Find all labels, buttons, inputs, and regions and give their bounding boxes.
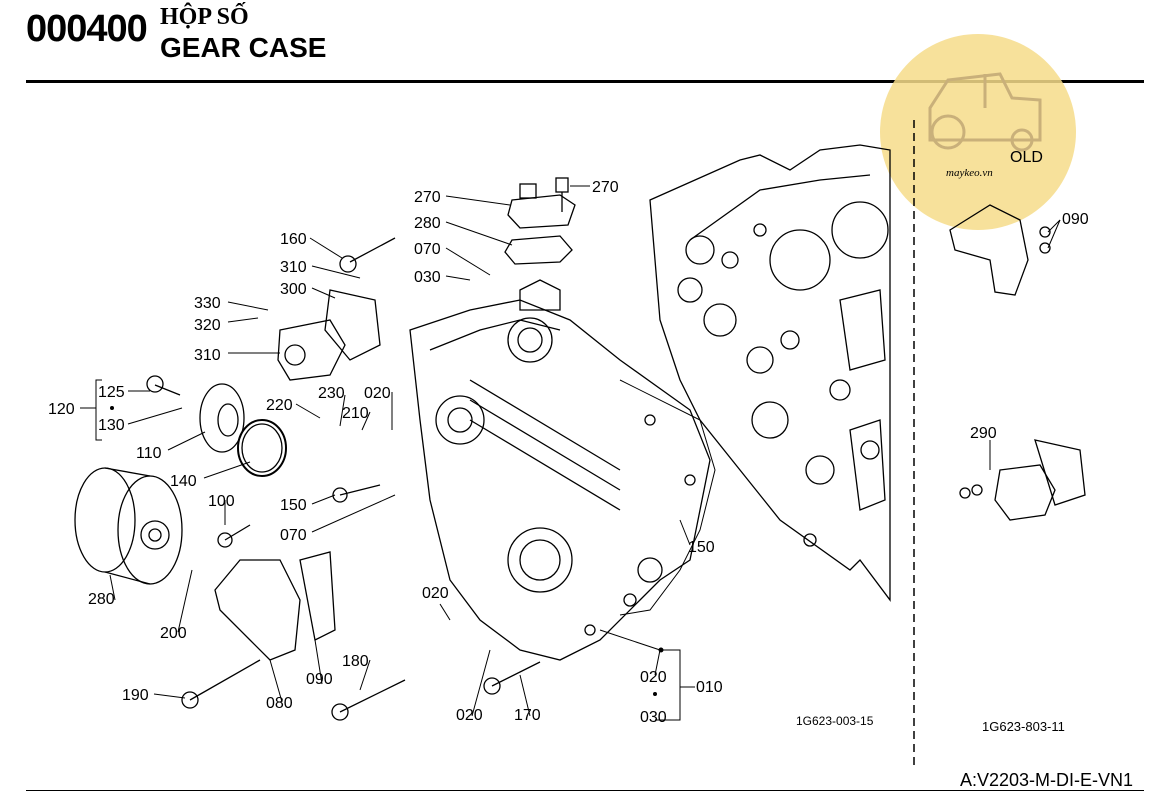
o-ring-140: [237, 419, 287, 477]
callout-190: 180: [342, 653, 369, 670]
leader-lines: [80, 185, 1061, 721]
callout-130: 130: [98, 417, 125, 434]
callout-220: 210: [342, 405, 369, 422]
watermark-disc: [880, 34, 1076, 230]
callout-labels: 270 270 280 070 030 160 310 300 330 320 …: [48, 149, 1089, 734]
main-drawing-number: 1G623-003-15: [796, 714, 874, 728]
callout-120: 120: [48, 401, 75, 418]
oil-filter-cartridge: [74, 467, 183, 585]
assembly-dot: [658, 647, 664, 653]
callout-070-b: 070: [280, 527, 307, 544]
callout-170: 170: [514, 707, 541, 724]
callout-020-d: 020: [640, 669, 667, 686]
callout-010: 010: [696, 679, 723, 696]
callout-200: 190: [122, 687, 149, 704]
callout-020-c: 020: [456, 707, 483, 724]
callout-240: 230: [318, 385, 345, 402]
water-flange: [504, 177, 576, 265]
callout-330: 330: [194, 295, 221, 312]
title-english: GEAR CASE: [160, 32, 327, 63]
callout-310: 310: [280, 259, 307, 276]
footer-rule: [26, 790, 1144, 791]
callout-270: 270: [592, 179, 619, 196]
callout-110: 110: [136, 445, 162, 462]
callout-230: 220: [266, 397, 293, 414]
old-callout-290: 290: [970, 425, 997, 442]
old-switch-290: [959, 439, 1086, 521]
callout-280: 280: [88, 591, 115, 608]
callout-140: 140: [170, 473, 197, 490]
callout-090: 090: [306, 671, 333, 688]
document-reference: A:V2203-M-DI-E-VN1: [960, 770, 1134, 790]
watermark-site: maykeo.vn: [946, 167, 993, 179]
callout-070-top: 070: [414, 241, 441, 258]
engine-block: [649, 144, 891, 602]
oil-pressure-switch: [277, 289, 381, 381]
callout-030-top: 030: [414, 269, 441, 286]
header-rule: [26, 80, 1144, 83]
callout-020-a: 020: [364, 385, 391, 402]
group-dot: [653, 692, 657, 696]
callout-160: 150: [280, 497, 307, 514]
old-drawing-number: 1G623-803-11: [982, 719, 1065, 734]
watermark-logo: maykeo.vn: [880, 34, 1076, 230]
callout-180: 160: [280, 231, 307, 248]
part-group-code: 000400: [26, 8, 148, 50]
callout-210: 200: [160, 625, 187, 642]
group-dot: [110, 406, 114, 410]
callout-150: 150: [688, 539, 715, 556]
callout-260: 280: [414, 215, 441, 232]
callout-100: 100: [208, 493, 235, 510]
callout-290: 310: [194, 347, 221, 364]
callout-300: 300: [280, 281, 307, 298]
old-thermostat-housing: [949, 204, 1051, 296]
callout-250: 270: [414, 189, 441, 206]
oil-filter-head: [199, 383, 283, 473]
callout-320: 320: [194, 317, 221, 334]
old-label: OLD: [1010, 149, 1043, 166]
gear-case-housing: [409, 279, 711, 661]
bolts: [146, 237, 541, 721]
tractor-icon: [928, 72, 1042, 152]
title-vietnamese: HỘP SỐ: [160, 4, 249, 30]
oil-pump: [214, 551, 336, 661]
callout-030-b: 030: [640, 709, 667, 726]
callout-080: 080: [266, 695, 293, 712]
old-callout-090: 090: [1062, 211, 1089, 228]
callout-125: 125: [98, 384, 125, 401]
callout-020-b: 020: [422, 585, 449, 602]
gasket-150: [619, 379, 716, 616]
